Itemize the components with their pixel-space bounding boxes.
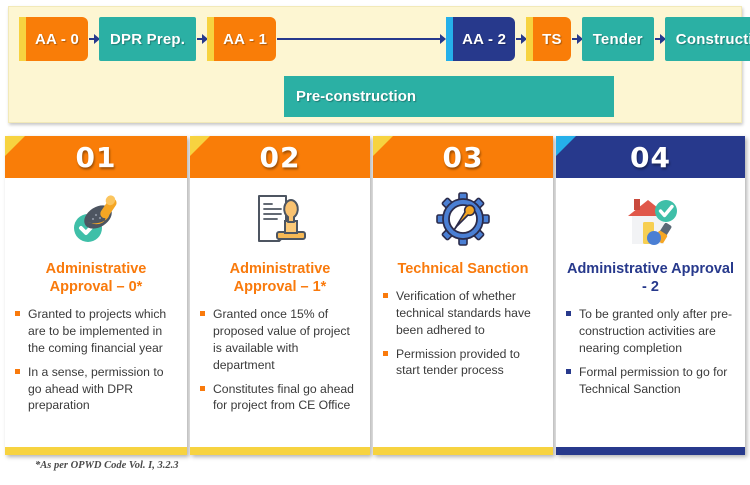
card-header: 01 xyxy=(5,136,187,178)
card-number: 03 xyxy=(442,140,484,174)
list-item: Formal permission to go for Technical Sa… xyxy=(566,364,737,398)
flow-node-label: Construction xyxy=(675,30,750,48)
corner-triangle-icon xyxy=(5,136,25,156)
flow-node-aa-0[interactable]: AA - 0 xyxy=(19,17,88,61)
flow-node-label: AA - 2 xyxy=(462,30,507,48)
flow-arrow-icon xyxy=(515,17,528,61)
gear-wrench-icon xyxy=(373,186,553,254)
pre-construction-label: Pre-construction xyxy=(296,88,417,105)
card-number: 04 xyxy=(630,140,671,174)
card-header: 04 xyxy=(556,136,745,178)
card-header: 03 xyxy=(373,136,553,178)
card-administrative-approval-1[interactable]: 02 Administrative Approval – 1* Granted … xyxy=(190,136,370,455)
flow-node-dpr-prep[interactable]: DPR Prep. xyxy=(98,17,197,61)
card-title: Administrative Approval - 2 xyxy=(566,261,735,296)
list-item: Constitutes final go ahead for project f… xyxy=(200,381,362,415)
flow-arrow-icon xyxy=(88,17,100,61)
flow-arrow-icon xyxy=(571,17,583,61)
flow-node-aa-2[interactable]: AA - 2 xyxy=(446,17,516,61)
stamp-check-icon xyxy=(5,186,187,254)
card-footer-bar xyxy=(373,447,553,455)
pre-construction-phase-bar: Pre-construction xyxy=(284,76,614,117)
card-title: Administrative Approval – 1* xyxy=(229,261,331,296)
list-item: Granted once 15% of proposed value of pr… xyxy=(200,306,362,373)
card-header: 02 xyxy=(190,136,370,178)
flow-node-label: AA - 1 xyxy=(223,30,268,48)
list-item: Permission provided to start tender proc… xyxy=(383,346,545,380)
card-number: 02 xyxy=(259,140,301,174)
card-footer-bar xyxy=(5,447,187,455)
list-item: To be granted only after pre-constructio… xyxy=(566,306,737,356)
house-check-brush-icon xyxy=(556,186,745,254)
card-footer-bar xyxy=(556,447,745,455)
flow-node-label: DPR Prep. xyxy=(109,30,186,48)
flow-node-label: TS xyxy=(542,30,562,48)
list-item: Granted to projects which are to be impl… xyxy=(15,306,179,356)
card-footer-bar xyxy=(190,447,370,455)
corner-triangle-icon xyxy=(556,136,576,156)
flow-node-label: AA - 0 xyxy=(35,30,79,48)
card-technical-sanction[interactable]: 03 Technical Sanction Ver xyxy=(373,136,553,455)
flow-arrow-icon xyxy=(196,17,209,61)
card-number: 01 xyxy=(75,140,117,174)
card-administrative-approval-2[interactable]: 04 Administrative Approval - 2 To be gra… xyxy=(556,136,745,455)
flow-node-label: Tender xyxy=(592,30,643,48)
flow-node-aa-1[interactable]: AA - 1 xyxy=(207,17,277,61)
flow-node-tender[interactable]: Tender xyxy=(581,17,654,61)
process-flow-row: AA - 0 DPR Prep. AA - 1 AA - 2 TS Tender… xyxy=(19,17,750,61)
flow-arrow-icon xyxy=(654,17,666,61)
footnote: *As per OPWD Code Vol. I, 3.2.3 xyxy=(35,460,179,471)
document-stamp-icon xyxy=(190,186,370,254)
flow-arrow-long-icon xyxy=(276,17,447,61)
list-item: In a sense, permission to go ahead with … xyxy=(15,364,179,414)
card-title: Technical Sanction xyxy=(397,261,529,277)
corner-triangle-icon xyxy=(190,136,210,156)
card-bullet-list: Granted to projects which are to be impl… xyxy=(5,306,187,414)
card-title: Administrative Approval – 0* xyxy=(45,261,147,296)
flow-node-construction[interactable]: Construction xyxy=(664,17,750,61)
card-bullet-list: Granted once 15% of proposed value of pr… xyxy=(190,306,370,414)
card-bullet-list: Verification of whether technical standa… xyxy=(373,288,553,379)
corner-triangle-icon xyxy=(373,136,393,156)
card-administrative-approval-0[interactable]: 01 Administrative Approval – 0* Granted … xyxy=(5,136,187,455)
flow-node-ts[interactable]: TS xyxy=(526,17,571,61)
card-bullet-list: To be granted only after pre-constructio… xyxy=(556,306,745,397)
process-flow-panel: AA - 0 DPR Prep. AA - 1 AA - 2 TS Tender… xyxy=(8,6,750,123)
list-item: Verification of whether technical standa… xyxy=(383,288,545,338)
